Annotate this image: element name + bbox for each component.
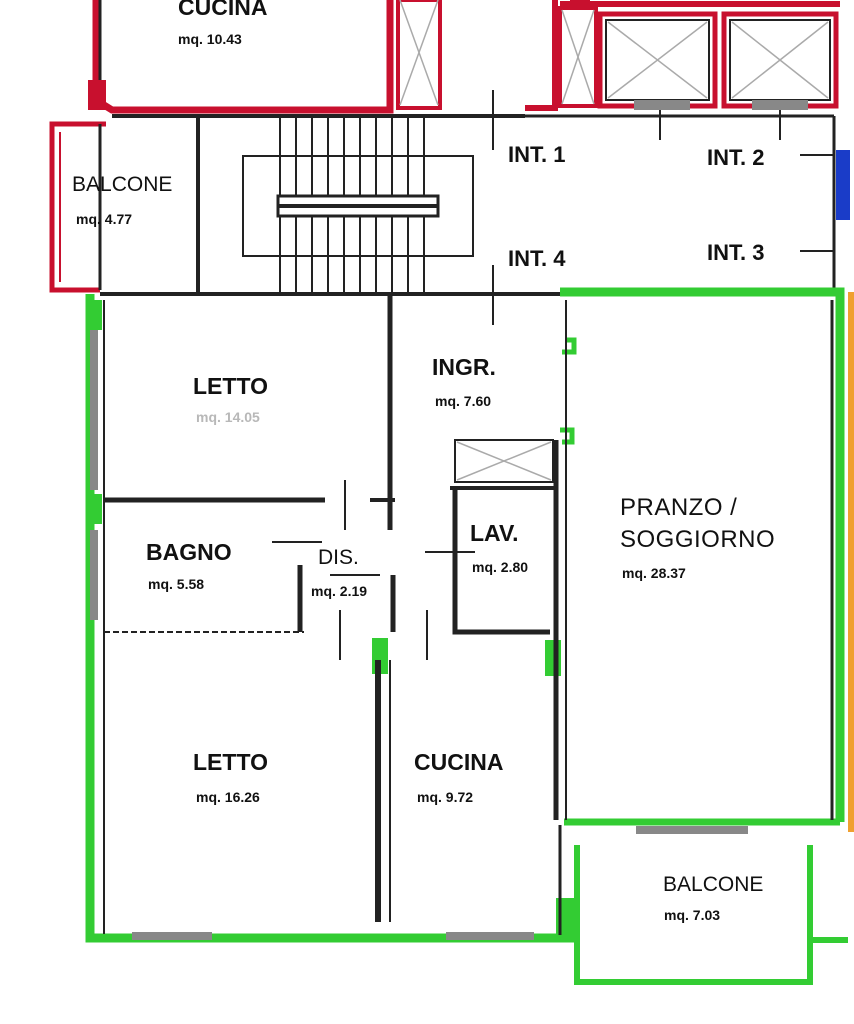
stair-landing bbox=[100, 90, 836, 325]
balcony-area: mq. 7.03 bbox=[664, 907, 721, 923]
unit-outer-walls bbox=[85, 287, 848, 985]
neighbor-unit-walls bbox=[88, 0, 850, 220]
stair-treads bbox=[279, 118, 425, 292]
living-name-line2: SOGGIORNO bbox=[620, 526, 776, 553]
bedroom-2-name: LETTO bbox=[193, 749, 268, 775]
top-kitchen-area: mq. 10.43 bbox=[178, 31, 242, 47]
bathroom-name: BAGNO bbox=[146, 539, 232, 565]
right-edge-accent bbox=[848, 292, 854, 832]
landing-int-3: INT. 3 bbox=[707, 240, 765, 265]
top-balcony-area: mq. 4.77 bbox=[76, 211, 133, 227]
bedroom-2-area: mq. 16.26 bbox=[196, 789, 260, 805]
bedroom-1-name: LETTO bbox=[193, 373, 268, 399]
laundry-area: mq. 2.80 bbox=[472, 559, 529, 575]
landing-int-2: INT. 2 bbox=[707, 145, 765, 170]
top-balcony-walls bbox=[49, 121, 106, 293]
living-name-line1: PRANZO / bbox=[620, 494, 738, 521]
hallway-area: mq. 2.19 bbox=[311, 583, 368, 599]
hallway-name: DIS. bbox=[318, 546, 359, 569]
living-area: mq. 28.37 bbox=[622, 565, 686, 581]
kitchen-area: mq. 9.72 bbox=[417, 789, 474, 805]
kitchen-name: CUCINA bbox=[414, 749, 504, 775]
entry-name: INGR. bbox=[432, 354, 496, 380]
bathroom-area: mq. 5.58 bbox=[148, 576, 205, 592]
unit-inner-walls bbox=[103, 294, 834, 935]
balcony-name: BALCONE bbox=[663, 873, 764, 896]
windows bbox=[90, 330, 748, 940]
bedroom-1-area: mq. 14.05 bbox=[196, 409, 260, 425]
top-kitchen-name: CUCINA bbox=[178, 0, 268, 20]
laundry-name: LAV. bbox=[470, 520, 519, 546]
landing-int-1: INT. 1 bbox=[508, 142, 566, 167]
landing-int-4: INT. 4 bbox=[508, 246, 566, 271]
top-balcony-name: BALCONE bbox=[72, 173, 173, 196]
entry-area: mq. 7.60 bbox=[435, 393, 492, 409]
